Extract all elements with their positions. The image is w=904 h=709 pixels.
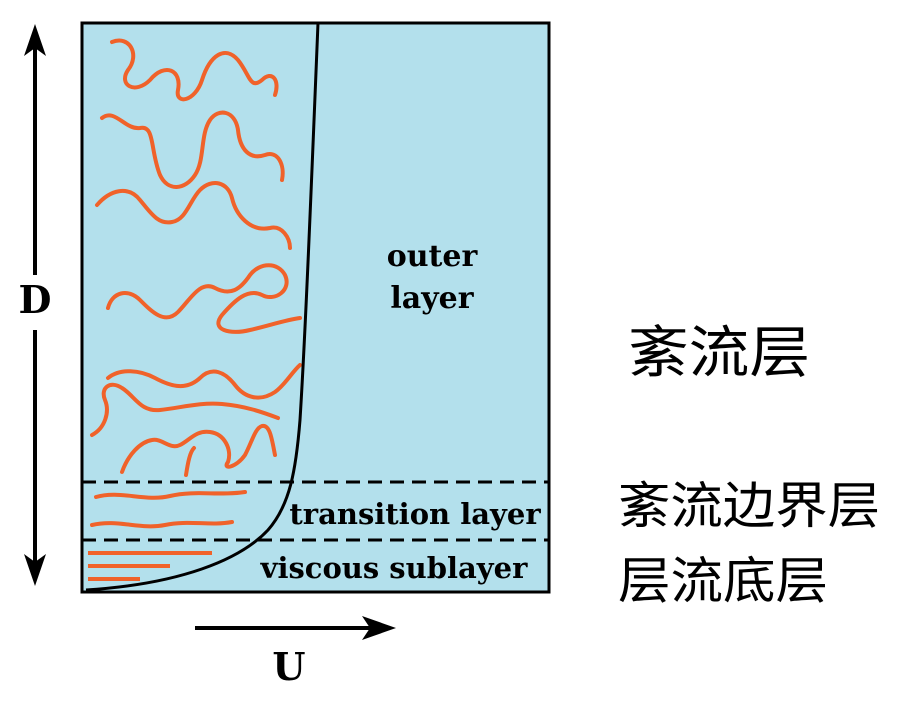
transition-layer-label: transition layer xyxy=(289,497,541,531)
viscous-sublayer-label: viscous sublayer xyxy=(260,551,528,585)
velocity-axis: U xyxy=(195,616,396,689)
viscous-sublayer-cn-annotation: 层流底层 xyxy=(618,552,828,610)
eddy-6 xyxy=(90,382,280,437)
outer-layer-label-line2: layer xyxy=(390,281,474,316)
viscous-streaks xyxy=(88,551,212,581)
depth-label: D xyxy=(19,277,52,322)
transition-streak-1 xyxy=(94,490,247,500)
depth-arrow-up-icon xyxy=(24,24,46,56)
eddy-5 xyxy=(106,363,302,400)
outer-layer-cn-annotation: 紊流层 xyxy=(628,321,810,386)
transition-layer-cn-annotation: 紊流边界层 xyxy=(618,477,880,535)
eddy-7-branch xyxy=(184,446,196,477)
depth-axis: D xyxy=(19,24,52,586)
velocity-arrow-right-icon xyxy=(362,616,396,640)
eddy-4 xyxy=(106,263,302,334)
eddy-7 xyxy=(120,423,277,474)
velocity-profile-curve xyxy=(85,22,320,592)
transition-streaks xyxy=(90,490,247,529)
turbulent-eddies xyxy=(90,38,302,477)
eddy-2 xyxy=(100,110,285,189)
eddy-3 xyxy=(95,181,292,250)
velocity-label: U xyxy=(272,644,305,689)
depth-arrow-down-icon xyxy=(24,554,46,586)
outer-layer-label-line1: outer xyxy=(387,239,479,274)
transition-streak-2 xyxy=(90,520,234,529)
eddy-1 xyxy=(110,38,279,102)
